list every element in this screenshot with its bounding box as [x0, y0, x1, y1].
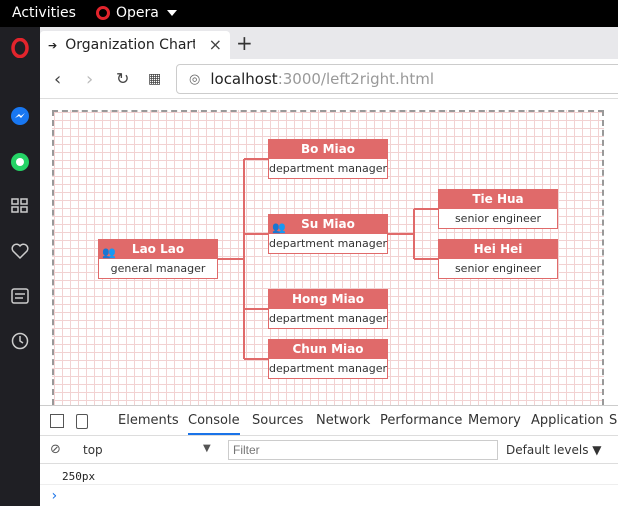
console-toolbar: ⊘ top ▼ Default levels ▼ [40, 436, 618, 464]
back-button[interactable]: ‹ [54, 69, 62, 90]
devtools-tab-bar: Elements Console Sources Network Perform… [40, 406, 618, 436]
news-icon[interactable] [9, 285, 31, 307]
context-selector[interactable]: top [83, 443, 103, 457]
node-name: Lao Lao [131, 242, 185, 256]
page-favicon-icon: ➔ [48, 38, 58, 52]
tab-title: Organization Chart Plu [65, 37, 196, 53]
url-path: :3000/left2right.html [277, 70, 434, 88]
group-icon[interactable]: 👥 [272, 221, 286, 234]
node-title: general manager [110, 262, 206, 275]
browser-tab[interactable]: ➔ Organization Chart Plu × [40, 31, 230, 59]
tab-strip: ➔ Organization Chart Plu × + [40, 27, 618, 59]
activities-button[interactable]: Activities [12, 5, 76, 21]
device-toolbar-icon[interactable] [76, 414, 88, 429]
console-prompt[interactable]: › [50, 488, 59, 504]
url-host: localhost [210, 70, 278, 88]
tab-network[interactable]: Network [316, 413, 371, 428]
group-icon[interactable]: 👥 [102, 246, 116, 259]
app-name: Opera [116, 5, 159, 21]
org-chart-container: 👥 Lao Lao general manager Bo Miao departm… [52, 110, 604, 405]
node-name: Chun Miao [269, 340, 387, 359]
tab-performance[interactable]: Performance [380, 413, 463, 428]
opera-menu-icon[interactable] [9, 37, 31, 59]
new-tab-button[interactable]: + [236, 31, 253, 55]
opera-sidebar [0, 27, 40, 506]
org-node-grandchild[interactable]: Tie Hua senior engineer [438, 189, 558, 229]
tab-console[interactable]: Console [188, 413, 240, 435]
messenger-icon[interactable] [9, 105, 31, 127]
node-name: Tie Hua [439, 190, 557, 209]
reload-button[interactable]: ↻ [116, 69, 130, 88]
console-filter-input[interactable] [228, 440, 498, 460]
node-title: senior engineer [454, 212, 542, 225]
node-title: department manager [269, 312, 388, 325]
org-node-grandchild[interactable]: Hei Hei senior engineer [438, 239, 558, 279]
inspect-element-icon[interactable] [50, 414, 64, 428]
context-dropdown-icon[interactable]: ▼ [203, 443, 211, 454]
node-title: department manager [269, 162, 388, 175]
url-field[interactable]: ◎ localhost :3000/left2right.html [176, 64, 618, 94]
node-name: Hei Hei [439, 240, 557, 259]
forward-button[interactable]: › [86, 69, 94, 90]
org-node-child[interactable]: Bo Miao department manager [268, 139, 388, 179]
close-tab-icon[interactable]: × [208, 35, 222, 54]
tab-sources[interactable]: Sources [252, 413, 304, 428]
node-name: Bo Miao [269, 140, 387, 159]
os-top-bar: Activities Opera [0, 0, 618, 27]
node-name: Su Miao [301, 217, 355, 231]
node-title: senior engineer [454, 262, 542, 275]
node-name: Hong Miao [269, 290, 387, 309]
node-title: department manager [269, 237, 388, 250]
heart-icon[interactable] [9, 240, 31, 262]
org-node-child[interactable]: Chun Miao department manager [268, 339, 388, 379]
whatsapp-icon[interactable] [9, 151, 31, 173]
tab-memory[interactable]: Memory [468, 413, 521, 428]
node-title: department manager [269, 362, 388, 375]
history-clock-icon[interactable] [9, 330, 31, 352]
globe-icon: ◎ [189, 71, 201, 87]
org-node-child[interactable]: Hong Miao department manager [268, 289, 388, 329]
chevron-down-icon [166, 10, 177, 16]
page-content: 👥 Lao Lao general manager Bo Miao departm… [40, 100, 618, 405]
tab-application[interactable]: Application [531, 413, 604, 428]
tab-overflow[interactable]: S [609, 413, 618, 428]
log-levels-dropdown[interactable]: Default levels ▼ [506, 443, 602, 457]
address-bar: ‹ › ↻ ▦ ◎ localhost :3000/left2right.htm… [40, 59, 618, 99]
console-output: 250px › [40, 464, 618, 506]
clear-console-icon[interactable]: ⊘ [50, 442, 61, 457]
opera-logo-icon [96, 6, 110, 20]
tab-grid-icon[interactable]: ▦ [148, 71, 162, 87]
app-menu[interactable]: Opera [96, 5, 177, 21]
org-node-root[interactable]: 👥 Lao Lao general manager [98, 239, 218, 279]
speed-dial-icon[interactable] [9, 195, 31, 217]
org-chart-links [218, 158, 438, 360]
devtools-panel: Elements Console Sources Network Perform… [40, 405, 618, 506]
tab-elements[interactable]: Elements [118, 413, 179, 428]
console-log-line: 250px [62, 470, 96, 483]
org-node-child[interactable]: 👥 Su Miao department manager [268, 214, 388, 254]
